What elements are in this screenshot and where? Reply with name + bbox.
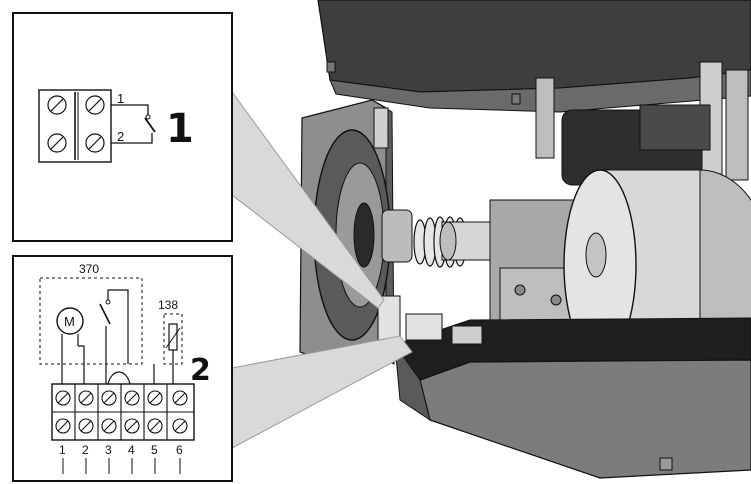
motor-drum-cap <box>586 233 606 277</box>
label-138: 138 <box>158 298 178 312</box>
tube-end <box>440 222 456 260</box>
valve-screw-1 <box>515 285 525 295</box>
terminal-block-small-2 <box>406 314 442 340</box>
plate-bracket <box>374 108 388 148</box>
terminal-number-6: 6 <box>176 443 183 457</box>
terminal-number-4: 4 <box>128 443 135 457</box>
inset-bottom: 370 M 138 <box>13 256 232 481</box>
housing-screw-mid <box>512 94 520 104</box>
burner-flange-hole <box>354 203 374 267</box>
housing-screw-left <box>327 62 335 72</box>
terminal-number-3: 3 <box>105 443 112 457</box>
callout-number-2: 2 <box>190 353 211 388</box>
terminal-strip <box>52 384 194 440</box>
flange-collar <box>382 210 412 262</box>
terminal-block-small-3 <box>452 326 482 344</box>
pipe-left <box>536 78 554 158</box>
top-terminal-label-1: 1 <box>117 91 124 106</box>
valve-screw-2 <box>551 295 561 305</box>
motor-label: M <box>64 314 75 329</box>
terminal-number-5: 5 <box>151 443 158 457</box>
burner-top-tab <box>640 105 710 150</box>
boiler-illustration <box>300 0 751 478</box>
pipe-right-2 <box>726 70 748 180</box>
terminal-number-1: 1 <box>59 443 66 457</box>
label-370: 370 <box>79 262 99 276</box>
limit-switch-pivot <box>106 300 110 304</box>
base-front <box>420 360 751 478</box>
terminal-number-2: 2 <box>82 443 89 457</box>
base-foot <box>660 458 672 470</box>
top-terminal-label-2: 2 <box>117 129 124 144</box>
sensor-resistor-icon <box>169 324 177 350</box>
callout-wedge-bottom <box>232 336 412 448</box>
switch-pivot <box>146 115 150 119</box>
callout-number-1: 1 <box>166 106 194 152</box>
inset-top: 1 2 1 <box>13 13 232 241</box>
